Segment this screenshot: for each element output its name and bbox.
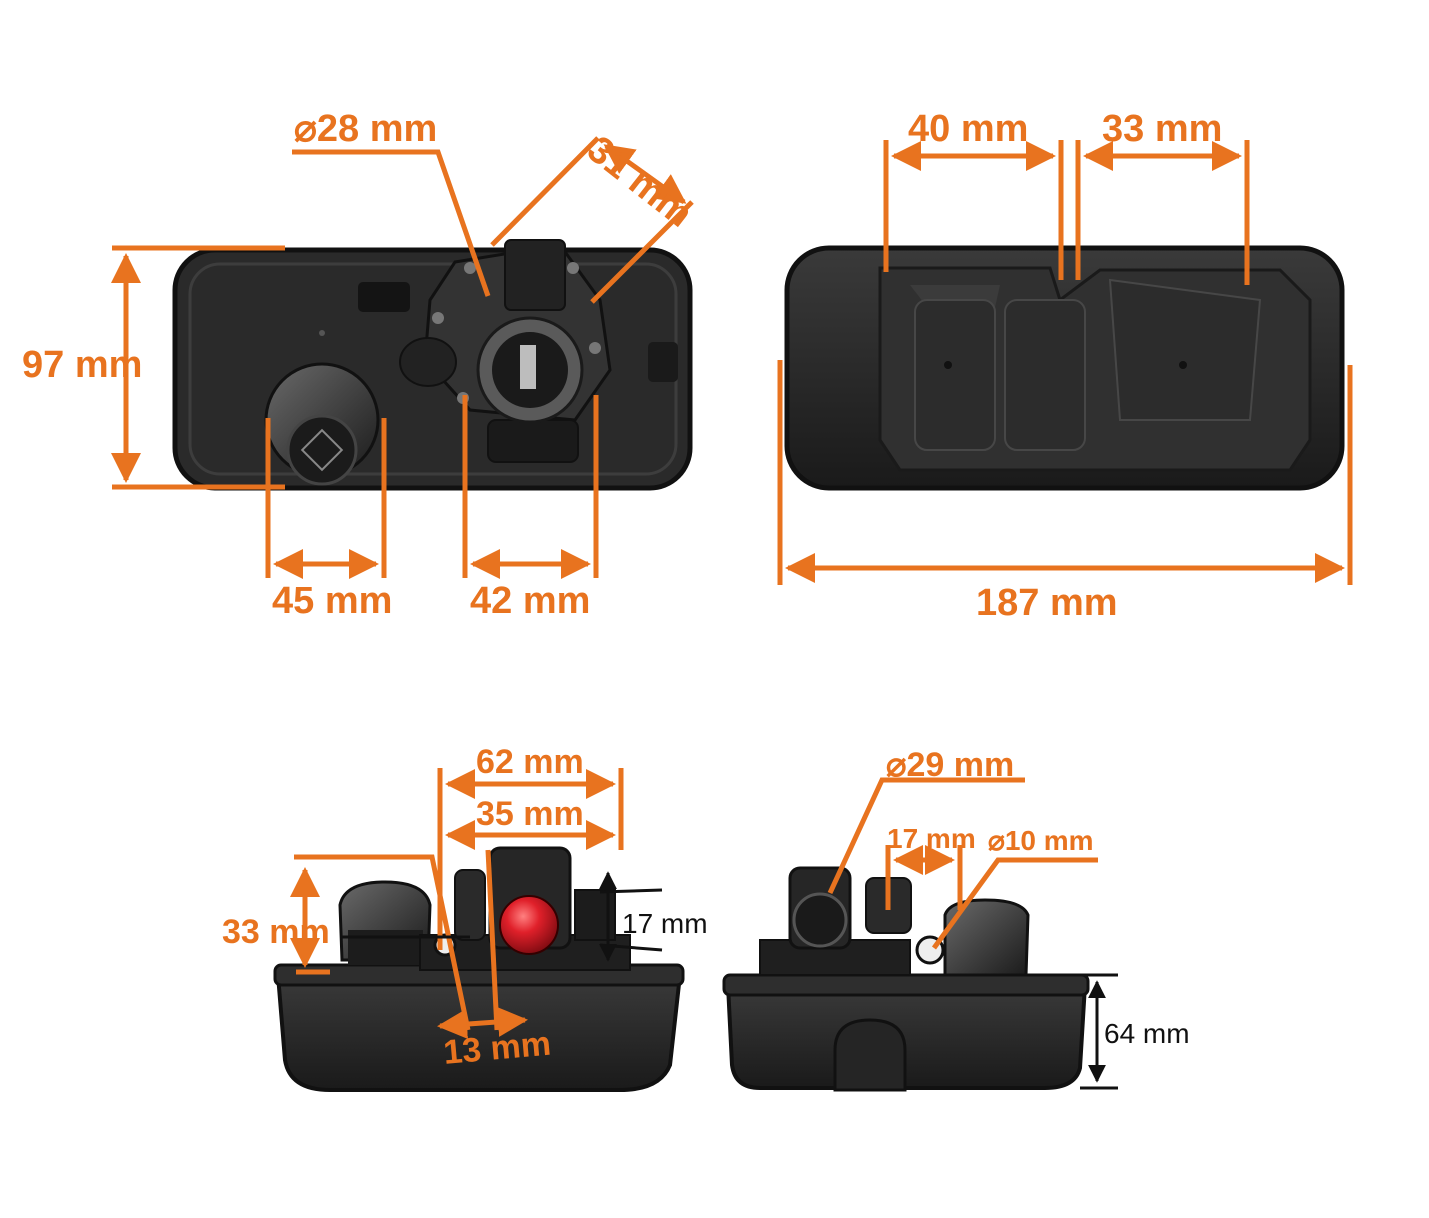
small-port-10-value: 10 mm — [1004, 825, 1094, 856]
vent-block — [358, 282, 410, 312]
bottom-offset-13-label: 13 mm — [441, 1024, 553, 1072]
recess-33-label: 33 mm — [1102, 108, 1223, 150]
tank-height-64-label: 64 mm — [1104, 1018, 1190, 1049]
length-187-label: 187 mm — [976, 582, 1118, 624]
front-side-view — [273, 768, 685, 1092]
screw — [464, 262, 476, 274]
port-diameter-29-label: ⌀29 mm — [886, 748, 1014, 782]
rear-side-view — [722, 777, 1118, 1092]
cap-width-45-label: 45 mm — [272, 580, 393, 622]
inner-35-label: 35 mm — [476, 795, 584, 833]
intake-width-42-label: 42 mm — [470, 580, 591, 622]
cap-height-33-label: 33 mm — [222, 913, 330, 951]
spacing-17-label: 17 mm — [887, 823, 976, 854]
fuel-cap — [264, 362, 380, 486]
recess-40-label: 40 mm — [908, 108, 1029, 150]
diameter-symbol-icon: ⌀ — [988, 825, 1005, 856]
diameter-symbol-icon: ⌀ — [294, 108, 317, 150]
diameter-symbol-icon: ⌀ — [886, 746, 907, 784]
port-diameter-29-value: 29 mm — [906, 746, 1015, 784]
top-view — [111, 136, 694, 579]
diameter-28-value: 28 mm — [316, 108, 438, 150]
bottom-view — [777, 140, 1353, 585]
bulb-height-17-label: 17 mm — [622, 908, 708, 939]
height-97-label: 97 mm — [22, 344, 143, 386]
primer-bulb — [499, 895, 559, 955]
diameter-28-label: ⌀28 mm — [294, 110, 437, 148]
carburetor — [399, 239, 612, 463]
overall-62-label: 62 mm — [476, 743, 584, 781]
fuel-cap — [338, 880, 432, 965]
fuel-cap — [943, 898, 1030, 977]
small-port-10-label: ⌀10 mm — [988, 827, 1094, 855]
